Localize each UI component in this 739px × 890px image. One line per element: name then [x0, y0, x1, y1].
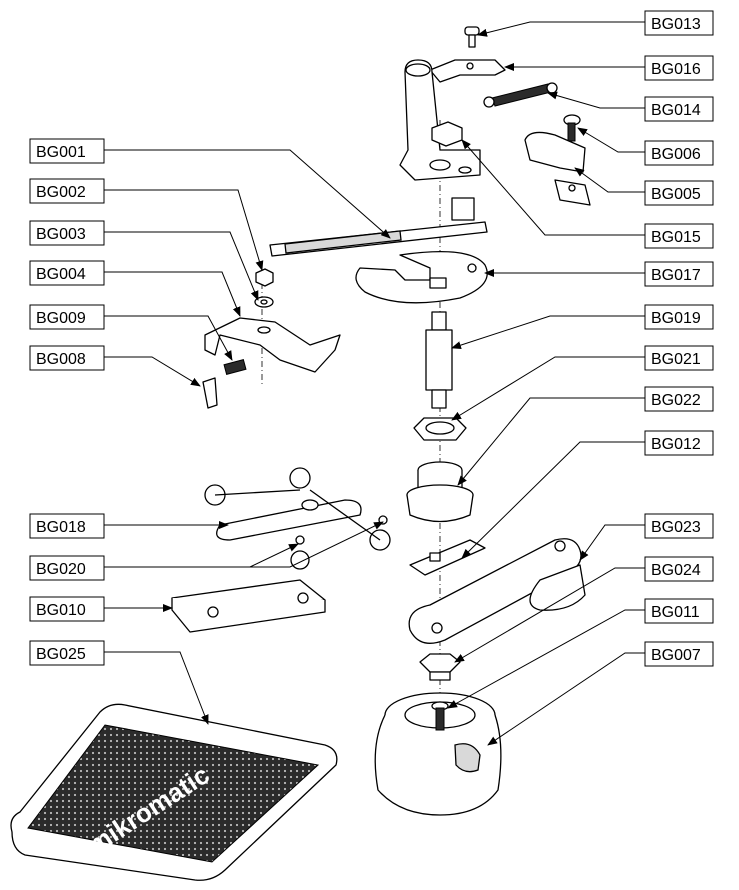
label-bg025: BG025: [36, 646, 86, 663]
label-bg006: BG006: [651, 146, 701, 163]
callout-bg024: BG024: [454, 556, 714, 663]
label-bg009: BG009: [36, 310, 86, 327]
label-bg014: BG014: [651, 102, 701, 119]
callout-bg003: BG003: [29, 220, 259, 301]
part-bg003-washer: [254, 296, 274, 308]
part-bg011-screw: [431, 701, 449, 731]
label-bg022: BG022: [651, 392, 701, 409]
callout-bg012: BG012: [461, 430, 714, 559]
part-bg005-clip: [524, 131, 591, 206]
label-bg015: BG015: [651, 229, 701, 246]
label-bg019: BG019: [651, 310, 701, 327]
callout-bg004: BG004: [29, 260, 241, 317]
callout-bg005: BG005: [574, 167, 714, 206]
part-bg014-spring: [483, 82, 558, 108]
callout-bg006: BG006: [577, 127, 714, 166]
label-bg012: BG012: [651, 436, 701, 453]
part-bg021-nut: [413, 417, 467, 441]
label-bg023: BG023: [651, 519, 701, 536]
callout-bg009: BG009: [29, 304, 233, 361]
callout-bg013: BG013: [477, 10, 714, 37]
callout-bg019: BG019: [451, 304, 714, 350]
label-bg018: BG018: [36, 519, 86, 536]
parts-group: mikromatic: [10, 26, 591, 881]
part-bg009-spring: [223, 358, 247, 376]
part-bg024-nut: [419, 653, 461, 681]
part-bg015-tower: [399, 59, 481, 181]
label-bg017: BG017: [651, 267, 701, 284]
part-bg006-screw: [563, 114, 581, 142]
part-bg004-bracket: [204, 317, 341, 373]
callout-bg014: BG014: [547, 91, 714, 122]
callout-bg020: BG020: [29, 521, 384, 581]
label-bg001: BG001: [36, 144, 86, 161]
part-bg023-arm: [408, 538, 586, 644]
callout-bg023: BG023: [579, 513, 714, 561]
callout-bg021: BG021: [451, 345, 714, 421]
part-bg002-nut: [255, 268, 274, 287]
part-bg013-screw: [464, 26, 480, 48]
label-bg016: BG016: [651, 61, 701, 78]
label-bg024: BG024: [651, 562, 701, 579]
label-bg021: BG021: [651, 351, 701, 368]
part-bg025-mat: mikromatic: [10, 703, 338, 881]
callout-bg008: BG008: [29, 345, 201, 387]
callout-bg002: BG002: [29, 178, 264, 271]
part-bg018-linkage: [204, 467, 391, 570]
callout-bg007: BG007: [487, 641, 714, 746]
labels-right: BG013 BG016 BG014 BG006 BG005 BG015: [447, 10, 714, 746]
part-bg010-block: [171, 579, 326, 633]
part-bg017-plate: [355, 251, 488, 304]
callout-bg010: BG010: [29, 596, 173, 622]
callout-bg025: BG025: [29, 640, 209, 725]
part-bg019-shaft: [425, 311, 453, 409]
part-bg001-rod: [269, 197, 488, 257]
part-bg008-clip: [202, 377, 218, 409]
labels-left: BG001 BG002 BG003 BG004 BG009 BG008: [29, 138, 391, 725]
callout-bg018: BG018: [29, 513, 229, 539]
callout-bg001: BG001: [29, 138, 391, 239]
label-bg003: BG003: [36, 226, 86, 243]
label-bg002: BG002: [36, 184, 86, 201]
label-bg011: BG011: [651, 604, 700, 621]
label-bg008: BG008: [36, 351, 86, 368]
callout-bg016: BG016: [504, 55, 714, 81]
label-bg005: BG005: [651, 186, 701, 203]
label-bg020: BG020: [36, 561, 86, 578]
callout-bg011: BG011: [447, 598, 714, 709]
label-bg004: BG004: [36, 266, 86, 283]
callout-bg015: BG015: [461, 139, 714, 249]
part-bg012-plate: [409, 539, 486, 576]
label-bg013: BG013: [651, 16, 701, 33]
label-bg010: BG010: [36, 602, 86, 619]
callout-bg022: BG022: [457, 386, 714, 486]
callout-bg017: BG017: [484, 261, 714, 287]
part-bg016-bracket: [429, 59, 506, 83]
label-bg007: BG007: [651, 647, 701, 664]
part-bg022-bearing: [406, 461, 474, 523]
